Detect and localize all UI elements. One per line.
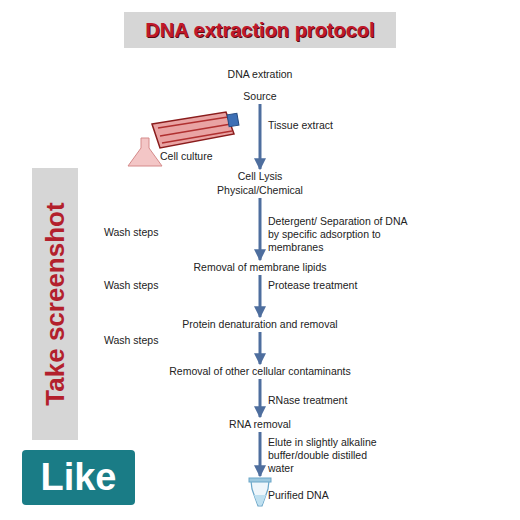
step-text: Protein denaturation and removal — [160, 318, 360, 331]
flow-arrow — [259, 198, 262, 260]
title-text: DNA extraction protocol — [124, 12, 396, 48]
step-annotation: RNase treatment — [268, 394, 408, 407]
flow-arrow — [259, 275, 262, 317]
step-node: Cell LysisPhysical/Chemical — [160, 170, 360, 197]
step-node: DNA extrationSource — [160, 68, 360, 103]
step-text: Removal of other cellular contaminants — [160, 365, 360, 378]
note-text: Tissue extract — [268, 119, 368, 132]
flow-arrow — [259, 432, 262, 476]
step-text: RNA removal — [160, 418, 360, 431]
note-text: Wash steps — [104, 226, 184, 239]
step-text: Purified DNA — [268, 489, 329, 502]
step-annotation: Detergent/ Separation of DNA by specific… — [268, 215, 408, 254]
step-text: Cell Lysis — [160, 170, 360, 183]
flow-arrow — [259, 379, 262, 417]
like-text: Like — [22, 450, 135, 505]
culture-flask — [152, 112, 239, 148]
step-subtext: Physical/Chemical — [160, 184, 360, 197]
step-annotation: Protease treatment — [268, 279, 408, 292]
note-text: Wash steps — [104, 334, 184, 347]
step-text: Removal of membrane lipids — [160, 261, 360, 274]
flow-arrow — [259, 332, 262, 364]
step-node: Protein denaturation and removal — [160, 318, 360, 331]
title-banner: DNA extraction protocol — [124, 12, 396, 48]
step-text: DNA extration — [160, 68, 360, 81]
step-node: Removal of membrane lipids — [160, 261, 360, 274]
side-banner-text: Take screenshot — [39, 168, 71, 440]
step-node: RNA removal — [160, 418, 360, 431]
note-text: Wash steps — [104, 279, 184, 292]
step-annotation: Elute in slightly alkaline buffer/double… — [268, 436, 390, 475]
step-subtext: Source — [160, 90, 360, 103]
step-node: Removal of other cellular contaminants — [160, 365, 360, 378]
erlenmeyer-flask — [128, 138, 162, 166]
note-text: Cell culture — [160, 150, 240, 163]
flow-arrow — [259, 104, 262, 169]
product-tube-node: Purified DNA — [248, 477, 348, 509]
